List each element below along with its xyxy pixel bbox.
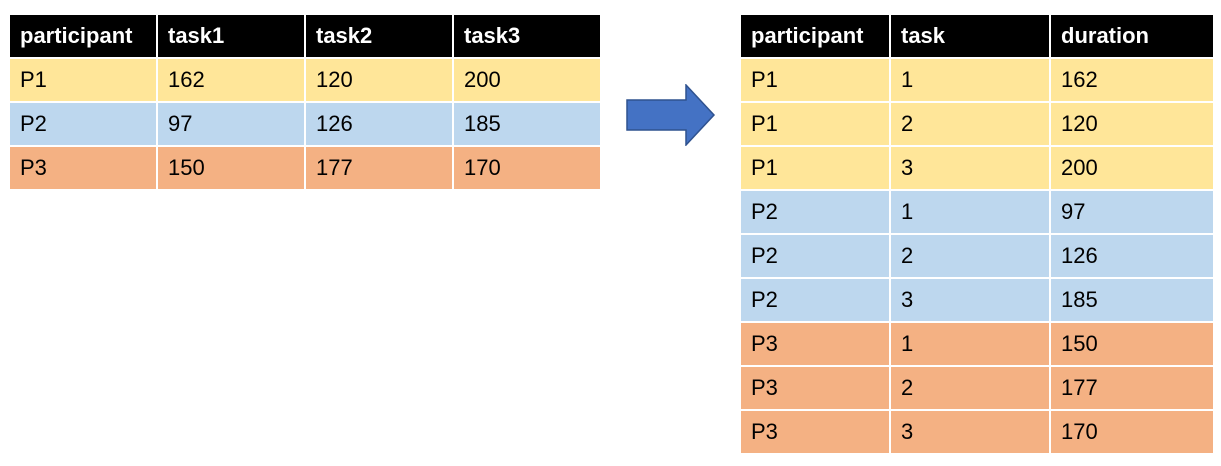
long-header-participant: participant (739, 13, 891, 59)
task-cell: 2 (889, 365, 1051, 411)
task1-cell: 162 (156, 57, 306, 103)
task1-cell: 150 (156, 145, 306, 191)
table-row: P1 2 120 (739, 101, 1215, 147)
task3-cell: 200 (452, 57, 602, 103)
task2-cell: 126 (304, 101, 454, 147)
participant-cell: P1 (739, 101, 891, 147)
duration-cell: 150 (1049, 321, 1215, 367)
wide-header-task3: task3 (452, 13, 602, 59)
table-row: P2 2 126 (739, 233, 1215, 279)
wide-header-task1: task1 (156, 13, 306, 59)
task-cell: 3 (889, 145, 1051, 191)
participant-cell: P3 (739, 321, 891, 367)
table-row: P3 1 150 (739, 321, 1215, 367)
duration-cell: 120 (1049, 101, 1215, 147)
duration-cell: 162 (1049, 57, 1215, 103)
task2-cell: 120 (304, 57, 454, 103)
table-row: P3 150 177 170 (8, 145, 602, 191)
duration-cell: 200 (1049, 145, 1215, 191)
task-cell: 3 (889, 277, 1051, 323)
participant-cell: P3 (8, 145, 158, 191)
participant-cell: P3 (739, 365, 891, 411)
table-row: P2 3 185 (739, 277, 1215, 323)
task3-cell: 170 (452, 145, 602, 191)
long-header-row: participant task duration (739, 13, 1215, 59)
long-header-task: task (889, 13, 1051, 59)
duration-cell: 170 (1049, 409, 1215, 455)
long-header-duration: duration (1049, 13, 1215, 59)
task-cell: 1 (889, 57, 1051, 103)
right-arrow-icon (626, 84, 716, 146)
participant-cell: P2 (739, 189, 891, 235)
participant-cell: P1 (739, 145, 891, 191)
table-row: P3 3 170 (739, 409, 1215, 455)
participant-cell: P3 (739, 409, 891, 455)
participant-cell: P1 (739, 57, 891, 103)
duration-cell: 126 (1049, 233, 1215, 279)
participant-cell: P2 (739, 277, 891, 323)
task-cell: 3 (889, 409, 1051, 455)
duration-cell: 97 (1049, 189, 1215, 235)
task1-cell: 97 (156, 101, 306, 147)
task-cell: 1 (889, 321, 1051, 367)
table-row: P2 1 97 (739, 189, 1215, 235)
duration-cell: 177 (1049, 365, 1215, 411)
duration-cell: 185 (1049, 277, 1215, 323)
wide-header-participant: participant (8, 13, 158, 59)
participant-cell: P2 (739, 233, 891, 279)
task3-cell: 185 (452, 101, 602, 147)
long-format-table: participant task duration P1 1 162 P1 2 … (739, 13, 1215, 455)
table-row: P1 3 200 (739, 145, 1215, 191)
table-row: P3 2 177 (739, 365, 1215, 411)
table-row: P2 97 126 185 (8, 101, 602, 147)
task2-cell: 177 (304, 145, 454, 191)
wide-header-row: participant task1 task2 task3 (8, 13, 602, 59)
task-cell: 2 (889, 101, 1051, 147)
table-row: P1 162 120 200 (8, 57, 602, 103)
participant-cell: P1 (8, 57, 158, 103)
wide-format-table: participant task1 task2 task3 P1 162 120… (8, 13, 602, 191)
wide-header-task2: task2 (304, 13, 454, 59)
participant-cell: P2 (8, 101, 158, 147)
task-cell: 2 (889, 233, 1051, 279)
task-cell: 1 (889, 189, 1051, 235)
table-row: P1 1 162 (739, 57, 1215, 103)
